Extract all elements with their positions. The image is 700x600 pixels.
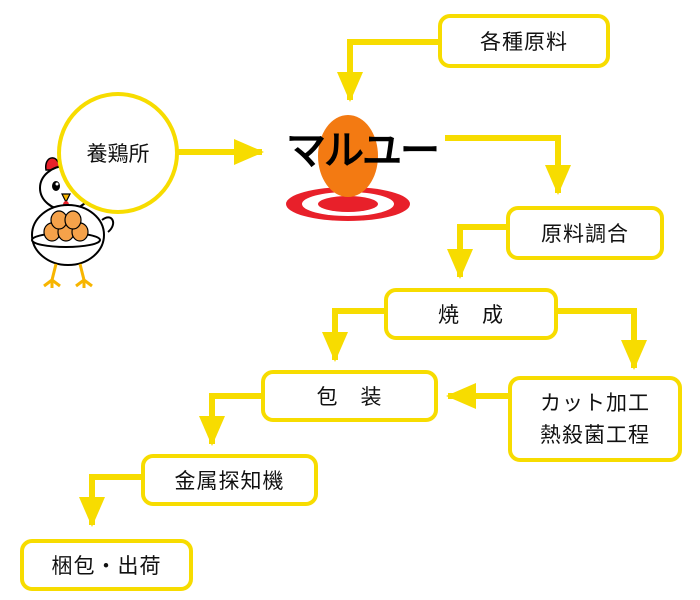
node-poultry-farm-label: 養鶏所: [86, 142, 150, 166]
node-raw-materials: 各種原料: [438, 14, 610, 68]
arrow-blending-to-baking: [447, 224, 508, 279]
arrow-packaging-to-detector: [199, 393, 263, 446]
node-raw-blending-label: 原料調合: [541, 222, 629, 246]
node-baking-label: 焼 成: [438, 303, 504, 327]
node-baking: 焼 成: [384, 288, 558, 340]
node-metal-detector-label: 金属探知機: [174, 469, 285, 493]
node-packing-shipping-label: 梱包・出荷: [51, 554, 162, 578]
arrow-raw-to-brand: [337, 39, 440, 102]
node-metal-detector: 金属探知機: [141, 454, 318, 506]
node-packing-shipping: 梱包・出荷: [20, 539, 193, 591]
node-cut-sterilize: カット加工 熱殺菌工程: [508, 376, 682, 462]
node-packaging: 包 装: [261, 370, 438, 422]
arrow-baking-to-cut: [556, 308, 647, 370]
arrow-brand-to-blending: [445, 135, 571, 195]
arrow-detector-to-packing: [79, 474, 143, 527]
node-raw-blending: 原料調合: [506, 206, 664, 260]
egg-on-target-icon: [286, 115, 410, 221]
arrow-baking-to-packaging: [322, 308, 386, 362]
node-sterilize-label: 熱殺菌工程: [540, 423, 650, 447]
brand-logo-text: マルユー: [286, 128, 440, 174]
node-packaging-label: 包 装: [316, 385, 383, 409]
node-poultry-farm: 養鶏所: [57, 92, 179, 214]
node-raw-materials-label: 各種原料: [480, 30, 568, 54]
node-cut-label: カット加工: [540, 391, 650, 415]
